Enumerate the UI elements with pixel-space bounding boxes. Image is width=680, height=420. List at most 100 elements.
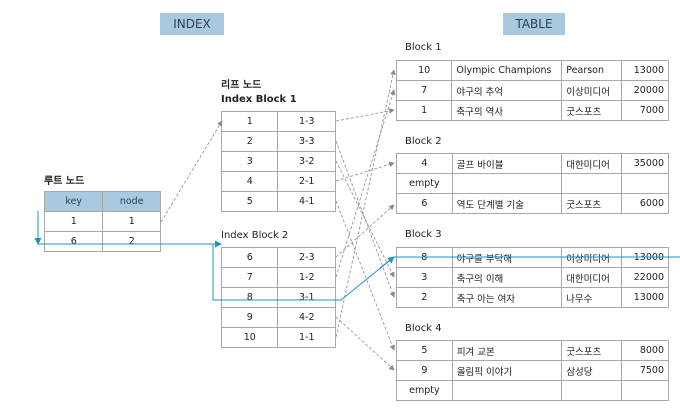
index-key: 1 <box>220 111 279 132</box>
index-block-2-title: Index Block 2 <box>221 230 289 241</box>
cell-id: 7 <box>395 80 453 101</box>
cell-title: 야구의 추억 <box>451 80 563 101</box>
cell-id: 9 <box>396 360 453 381</box>
table-row: 6 2 <box>43 231 161 252</box>
index-pointer: 3-3 <box>277 131 336 152</box>
root-node: 1 <box>102 211 161 232</box>
table-row: 1 1 <box>43 211 161 232</box>
root-key: 1 <box>43 211 104 232</box>
cell-title: 역도 단계별 기술 <box>451 193 563 214</box>
cell-publisher <box>561 380 623 401</box>
table-row: empty <box>396 380 669 401</box>
cell-title <box>451 380 563 401</box>
cell-id: 4 <box>396 153 453 174</box>
cell-title: 골프 바이블 <box>451 153 563 174</box>
root-to-index-block-1-arrow <box>160 120 223 223</box>
pointer-arrow <box>335 69 396 338</box>
index-pointer: 1-1 <box>277 327 336 348</box>
block-3-title: Block 3 <box>405 229 442 240</box>
cell-title: 축구의 역사 <box>451 100 563 121</box>
index-block-1-title: Index Block 1 <box>221 94 297 105</box>
cell-publisher: 굿스포츠 <box>561 340 623 361</box>
index-pointer: 4-2 <box>277 307 336 328</box>
root-node-title: 루트 노드 <box>44 176 85 187</box>
cell-title: 올림픽 이야기 <box>451 360 563 381</box>
cell-publisher: 굿스포츠 <box>561 100 623 121</box>
index-header: INDEX <box>160 13 224 35</box>
cell-publisher: 굿스포츠 <box>561 193 623 214</box>
table-header: TABLE <box>503 13 565 35</box>
cell-id: empty <box>396 380 453 401</box>
cell-price: 13000 <box>621 60 669 81</box>
cell-publisher: 나무수 <box>561 287 623 308</box>
cell-price: 8000 <box>621 340 669 361</box>
index-pointer: 3-2 <box>277 151 336 172</box>
pointer-arrow <box>335 200 395 351</box>
index-key: 10 <box>220 327 279 348</box>
cell-price <box>621 380 669 401</box>
root-node-table: key node 1 1 6 2 <box>43 191 161 252</box>
cell-price: 6000 <box>621 193 669 214</box>
index-pointer: 4-1 <box>277 191 336 212</box>
cell-id: 10 <box>395 60 453 81</box>
cell-title: 피겨 교본 <box>451 340 563 361</box>
index-pointer: 3-1 <box>277 287 336 308</box>
block-2-title: Block 2 <box>405 136 442 147</box>
leaf-node-title: 리프 노드 <box>221 80 262 91</box>
cell-price: 20000 <box>621 80 669 101</box>
cell-title <box>451 173 563 194</box>
cell-id: 6 <box>396 193 453 214</box>
cell-title: 야구를 부탁해 <box>451 247 563 268</box>
root-node: 2 <box>102 231 161 252</box>
cell-id: 3 <box>396 267 453 288</box>
index-pointer: 1-3 <box>277 111 336 132</box>
pointer-arrow <box>335 108 395 122</box>
pointer-arrow <box>335 160 395 278</box>
pointer-arrow <box>335 204 395 258</box>
cell-title: 축구 아는 여자 <box>451 287 563 308</box>
cell-id: 1 <box>395 100 453 121</box>
root-col-node: node <box>102 191 161 212</box>
cell-title: Olympic Champions <box>451 60 563 81</box>
cell-price: 7500 <box>621 360 669 381</box>
cell-price: 13000 <box>621 247 669 268</box>
pointer-arrow <box>335 316 395 371</box>
index-key: 9 <box>220 307 279 328</box>
index-key: 8 <box>220 287 279 308</box>
index-pointer: 2-1 <box>277 171 336 192</box>
cell-publisher: 대한미디어 <box>561 267 623 288</box>
block-1-title: Block 1 <box>405 42 442 53</box>
cell-id: 5 <box>396 340 453 361</box>
cell-price: 7000 <box>621 100 669 121</box>
cell-title: 축구의 이해 <box>451 267 563 288</box>
cell-price <box>621 173 669 194</box>
pointer-arrow <box>335 89 396 278</box>
pointer-arrow <box>335 161 395 182</box>
pointer-arrow <box>335 140 395 298</box>
cell-publisher: Pearson <box>561 60 623 81</box>
block-4-title: Block 4 <box>405 323 442 334</box>
cell-publisher <box>561 173 623 194</box>
index-pointer: 1-2 <box>277 267 336 288</box>
